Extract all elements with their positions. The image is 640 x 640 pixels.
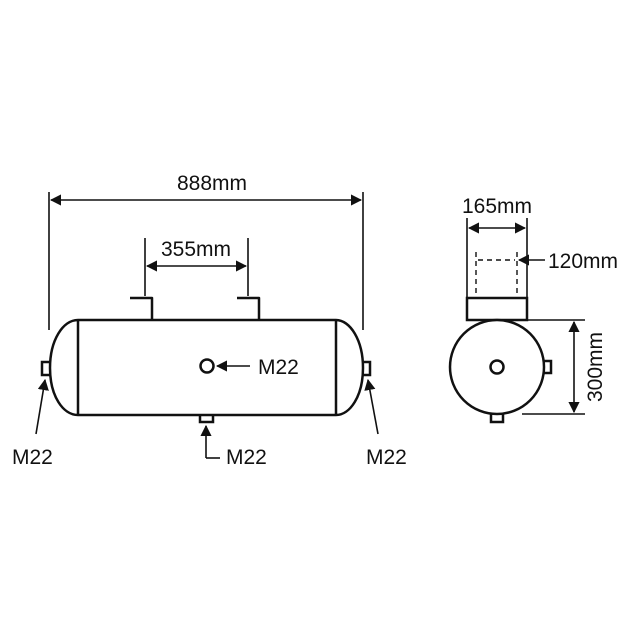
side-port-label: M22: [258, 356, 299, 379]
end-view-port-circle: [489, 359, 505, 375]
bracket-width-dimension: 165mm: [462, 195, 532, 300]
overall-length-dimension: 888mm: [48, 172, 364, 330]
right-port-leader: [364, 378, 379, 435]
left-port-leader: [35, 378, 49, 435]
bracket-spacing-dimension: 355mm: [144, 238, 249, 296]
side-port-circle: [199, 358, 215, 374]
bottom-port-label: M22: [226, 446, 267, 469]
bracket-width-label: 165mm: [462, 195, 532, 218]
bolt-spacing-label: 120mm: [548, 250, 618, 273]
end-bracket-plate: [465, 296, 529, 322]
left-port-label: M22: [12, 446, 53, 469]
right-port-label: M22: [366, 446, 407, 469]
side-view: 888mm 355mm M22 M22 M22: [12, 172, 407, 469]
diameter-dimension: 300mm: [522, 319, 607, 415]
overall-length-label: 888mm: [177, 172, 247, 195]
end-view: 165mm 120mm 300mm: [448, 195, 618, 424]
bracket-spacing-label: 355mm: [161, 238, 231, 261]
diameter-label: 300mm: [584, 332, 607, 402]
